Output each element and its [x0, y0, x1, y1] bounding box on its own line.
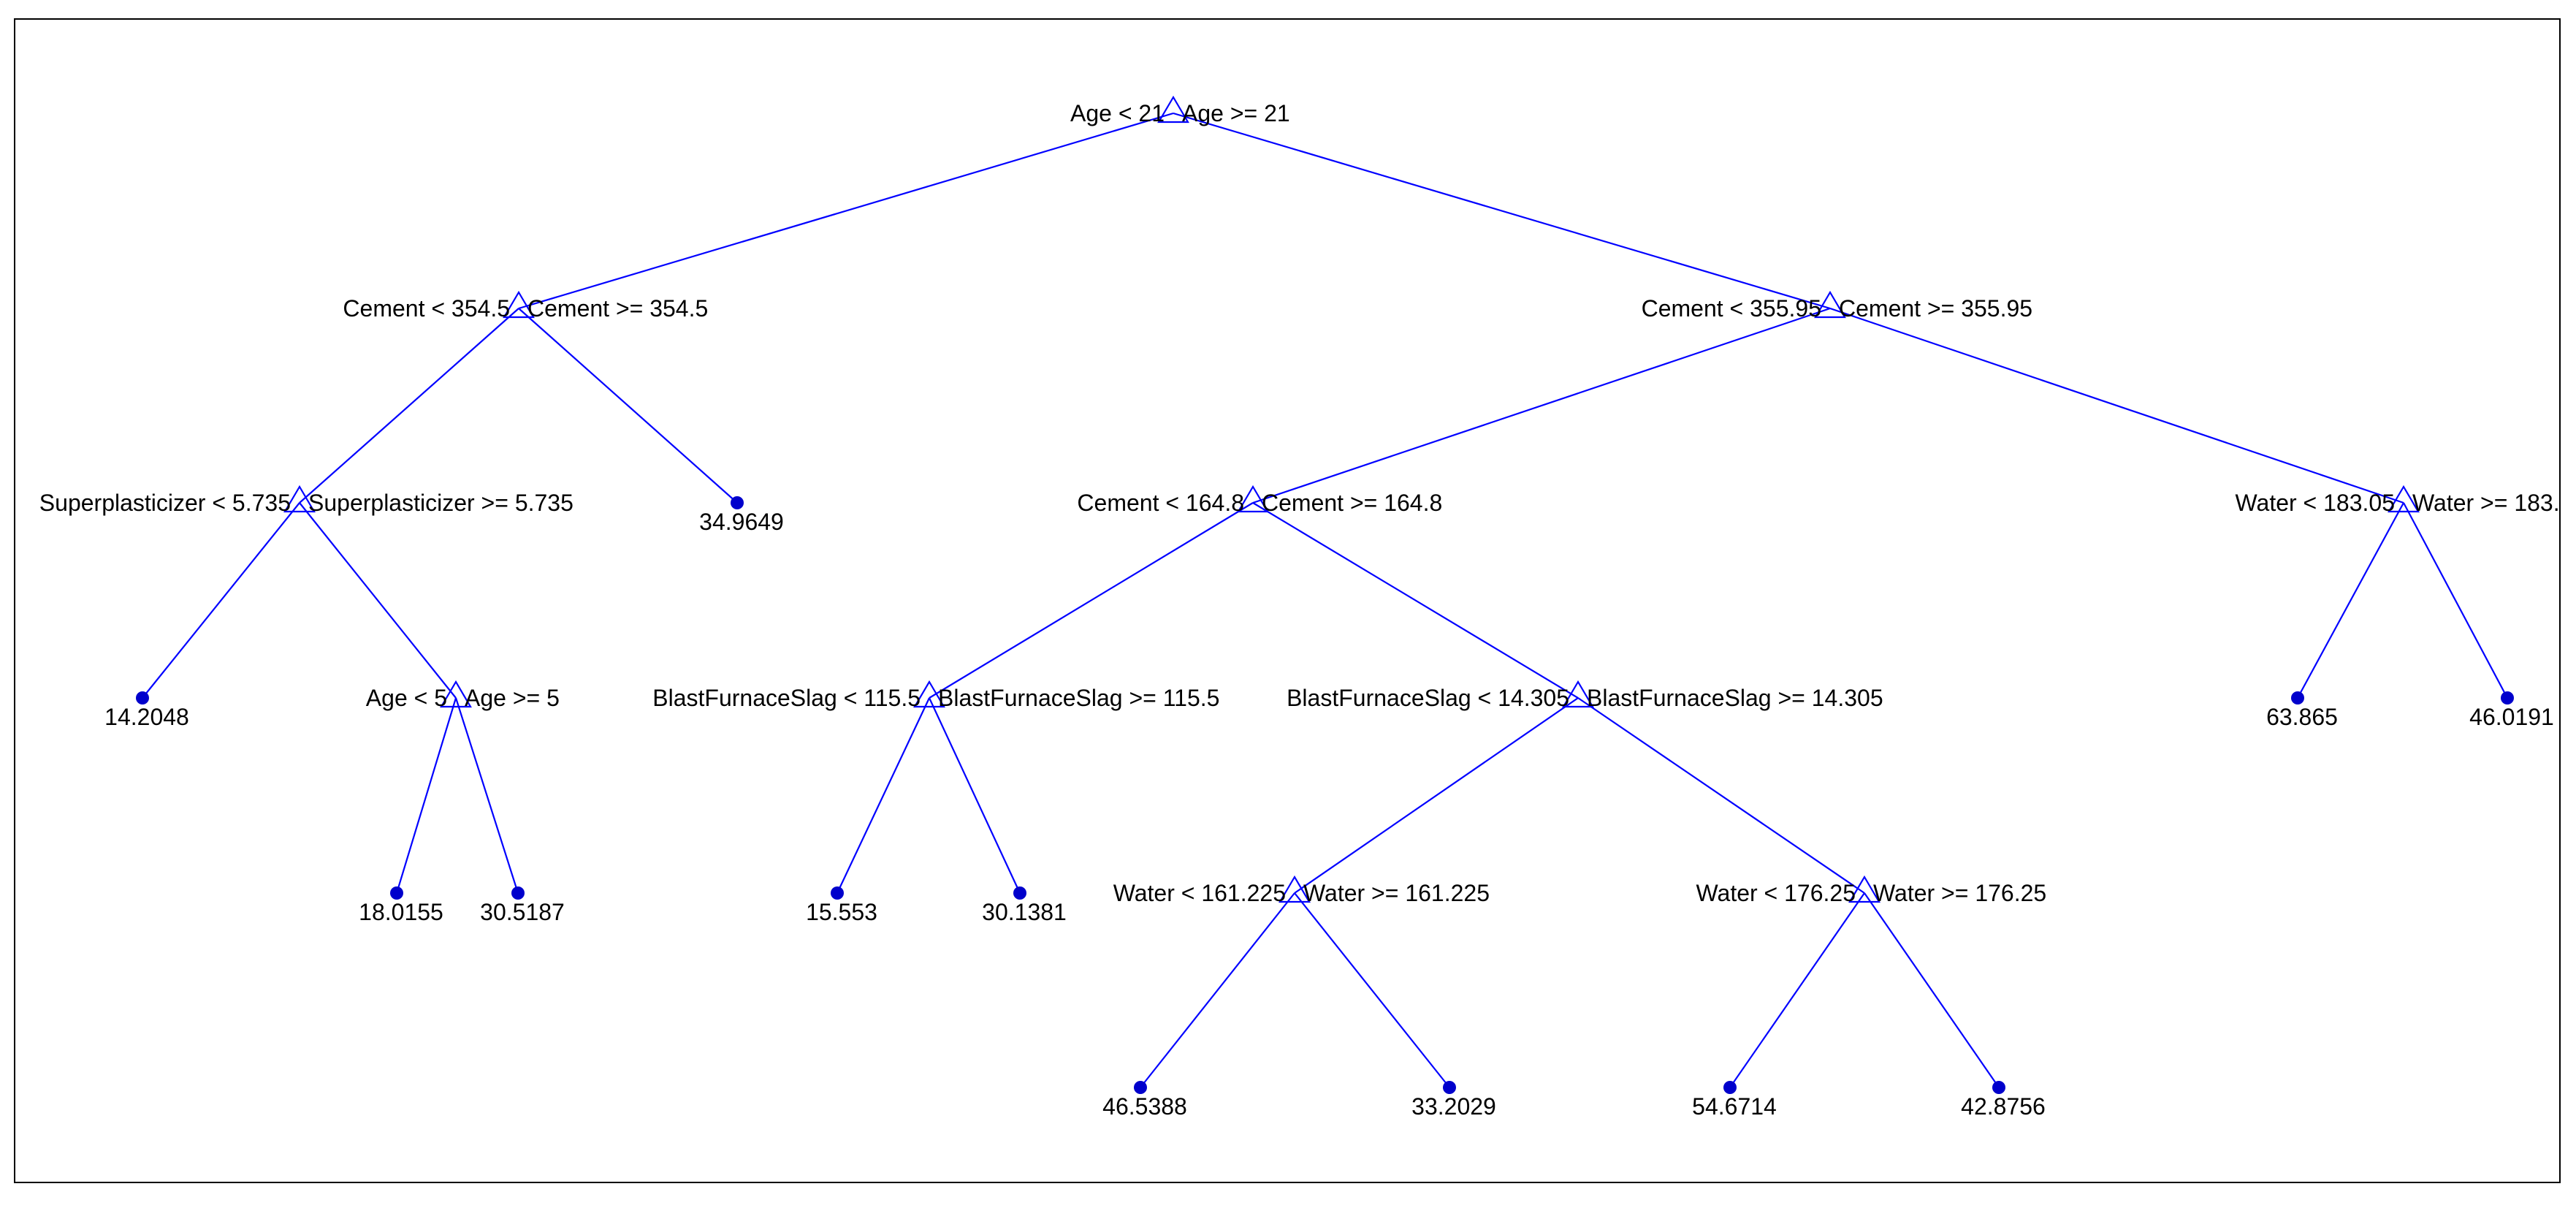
- leaf-value-label: 30.5187: [480, 899, 565, 925]
- split-node-marker: [503, 290, 535, 319]
- leaf-node-marker: [2291, 691, 2304, 705]
- leaf-value-label: 30.1381: [982, 899, 1067, 925]
- tree-edge: [1294, 697, 1579, 894]
- tree-edge: [142, 502, 300, 699]
- split-label-right: Cement >= 355.95: [1839, 295, 2032, 322]
- tree-edge: [1864, 892, 2000, 1088]
- tree-edge: [299, 308, 519, 504]
- tree-edge: [1252, 307, 1831, 504]
- tree-edge: [929, 697, 1021, 894]
- leaf-value-label: 34.9649: [699, 509, 784, 535]
- split-label-left: Age < 5: [366, 685, 447, 711]
- leaf-node-marker: [1992, 1081, 2005, 1094]
- tree-edge: [929, 502, 1254, 699]
- split-node-marker: [913, 680, 945, 708]
- leaf-value-label: 42.8756: [1961, 1093, 2046, 1120]
- split-label-right: Cement >= 164.8: [1262, 490, 1442, 516]
- leaf-value-label: 18.0155: [359, 899, 443, 925]
- split-node-marker: [1814, 290, 1846, 319]
- tree-edge: [2297, 502, 2404, 699]
- tree-edge: [299, 502, 457, 699]
- split-label-right: Age >= 5: [465, 685, 560, 711]
- split-label-left: Cement < 355.95: [1642, 295, 1821, 322]
- split-node-marker: [1237, 485, 1269, 513]
- leaf-node-marker: [1443, 1081, 1456, 1094]
- leaf-node-marker: [2501, 691, 2514, 705]
- tree-edges: [142, 112, 2508, 1088]
- split-label-right: Cement >= 354.5: [527, 295, 708, 322]
- tree-edge: [1173, 112, 1831, 310]
- tree-edge: [1252, 502, 1579, 699]
- tree-edge: [1729, 892, 1865, 1088]
- leaf-node-marker: [1723, 1081, 1737, 1094]
- leaf-value-label: 14.2048: [104, 704, 189, 730]
- split-label-right: Superplasticizer >= 5.735: [308, 490, 573, 516]
- leaf-value-label: 46.0191: [2469, 704, 2554, 730]
- tree-edge: [454, 697, 519, 894]
- split-label-right: BlastFurnaceSlag >= 115.5: [938, 685, 1219, 711]
- tree-edge: [1140, 892, 1295, 1088]
- split-label-right: Water >= 183.05: [2412, 490, 2576, 516]
- split-label-right: BlastFurnaceSlag >= 14.305: [1587, 685, 1883, 711]
- split-label-left: Water < 161.225: [1113, 880, 1286, 906]
- split-node-marker: [2388, 485, 2420, 513]
- split-label-left: Water < 176.25: [1696, 880, 1856, 906]
- tree-edge: [395, 697, 457, 894]
- split-label-left: Superplasticizer < 5.735: [39, 490, 291, 516]
- split-node-marker: [1157, 95, 1189, 124]
- split-node-marker: [1279, 875, 1311, 903]
- leaf-node-marker: [731, 496, 744, 509]
- leaf-node-marker: [1134, 1081, 1147, 1094]
- tree-edge: [518, 308, 738, 504]
- tree-edge: [837, 697, 930, 894]
- split-label-left: Cement < 354.5: [343, 295, 510, 322]
- leaf-node-marker: [511, 886, 525, 900]
- split-node-marker: [1562, 680, 1594, 708]
- split-label-right: Water >= 176.25: [1873, 880, 2046, 906]
- split-node-marker: [1848, 875, 1880, 903]
- tree-nodes: [136, 95, 2514, 1094]
- split-label-left: Age < 21: [1070, 100, 1165, 126]
- leaf-node-marker: [390, 886, 403, 900]
- tree-edge: [518, 112, 1174, 310]
- split-label-left: Cement < 164.8: [1077, 490, 1244, 516]
- axes-frame: [14, 18, 2561, 1183]
- leaf-value-label: 54.6714: [1692, 1093, 1777, 1120]
- split-node-marker: [283, 485, 316, 513]
- split-label-left: BlastFurnaceSlag < 14.305: [1287, 685, 1569, 711]
- leaf-node-marker: [1013, 886, 1026, 900]
- tree-edge: [1829, 307, 2404, 504]
- leaf-value-label: 33.2029: [1411, 1093, 1496, 1120]
- split-node-marker: [440, 680, 472, 708]
- split-label-left: Water < 183.05: [2236, 490, 2396, 516]
- tree-edge: [2403, 502, 2508, 699]
- leaf-node-marker: [136, 691, 149, 705]
- leaf-node-marker: [831, 886, 844, 900]
- tree-edge: [1294, 892, 1450, 1088]
- split-label-right: Age >= 21: [1182, 100, 1290, 126]
- tree-edge: [1577, 697, 1865, 894]
- split-label-right: Water >= 161.225: [1303, 880, 1490, 906]
- leaf-value-label: 63.865: [2266, 704, 2338, 730]
- split-label-left: BlastFurnaceSlag < 115.5: [652, 685, 921, 711]
- leaf-value-label: 46.5388: [1102, 1093, 1187, 1120]
- leaf-value-label: 15.553: [806, 899, 877, 925]
